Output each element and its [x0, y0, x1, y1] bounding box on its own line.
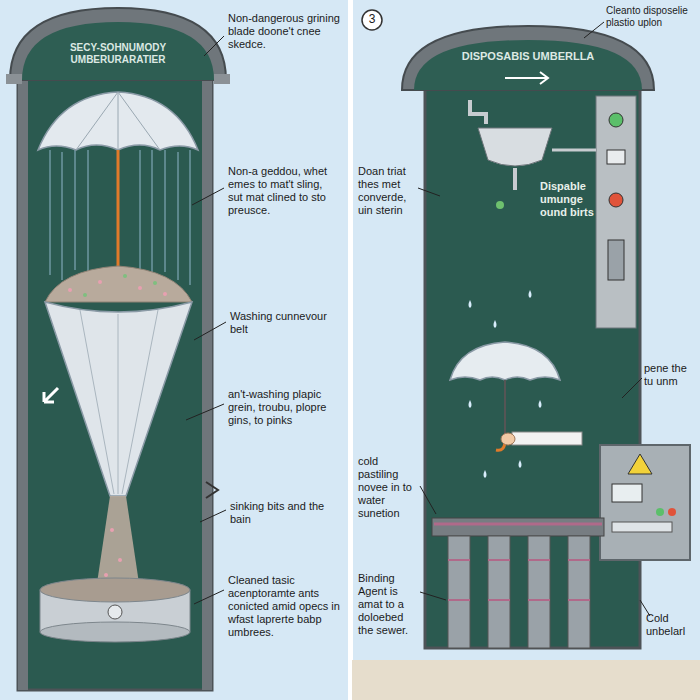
callout-text: an't-washing plapic grein, troubu, plopr… [228, 388, 340, 427]
callout-text: Cold unbelarl [646, 612, 694, 638]
callout-text: Washing cunnevour belt [230, 310, 330, 336]
callout-text: cold pastiling novee in to water sunetio… [358, 455, 420, 520]
leader-lines [418, 22, 650, 616]
callout-text: sinking bits and the bain [230, 500, 336, 526]
callout-text: Cleaned tasic acenptoramte ants conicted… [228, 574, 344, 639]
panel-divider [348, 0, 353, 700]
right-machine [352, 10, 700, 700]
panel-text: Dispable umunge ound birts [540, 180, 594, 219]
callout-number: 3 [363, 12, 381, 26]
callout-text: Non-dangerous grining blade doone't cnee… [228, 12, 346, 51]
dome-title: SECY-SOHNUMODY UMBERURARATIER [28, 42, 208, 66]
left-machine [6, 8, 230, 690]
callout-text: Cleanto disposelie plastio uplon [604, 4, 698, 30]
dome-title: DISPOSABIS UMBERLLA [440, 50, 616, 63]
callout-text: Non-a geddou, whet emes to mat't sling, … [228, 165, 340, 217]
callout-text: Binding Agent is amat to a doloebed the … [358, 572, 420, 637]
leader-lines [186, 36, 226, 604]
callout-text: pene the tu unm [644, 362, 696, 388]
callout-text: Doan triat thes met converde, uin sterin [358, 165, 420, 217]
